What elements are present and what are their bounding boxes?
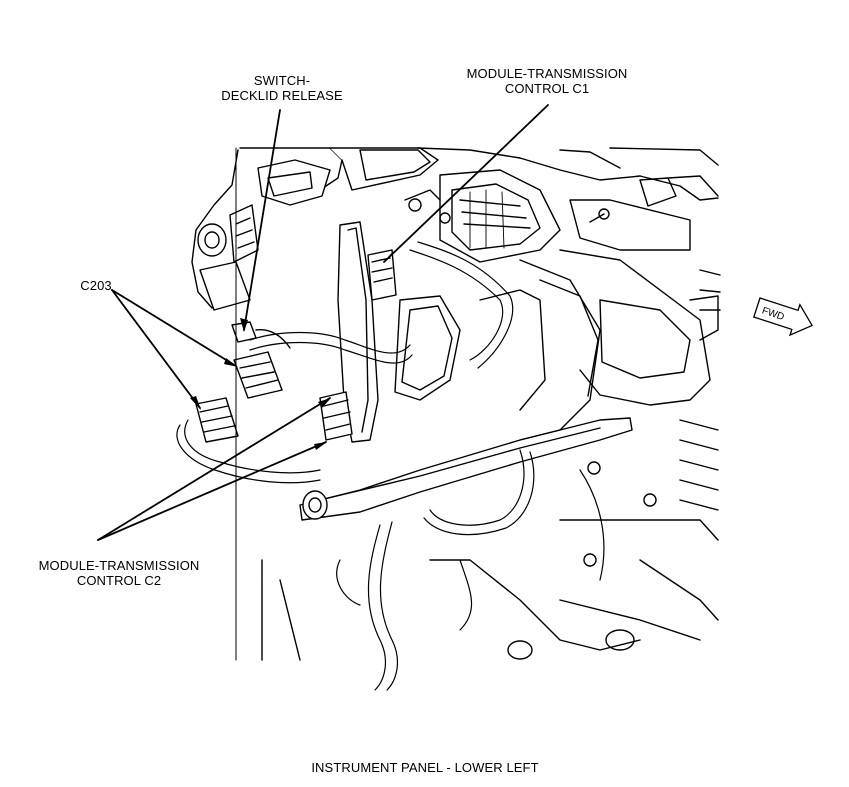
leader-lines [97, 104, 549, 541]
callout-switch-decklid-release: SWITCH- DECKLID RELEASE [212, 73, 352, 103]
callout-tcm-c2: MODULE-TRANSMISSION CONTROL C2 [30, 558, 208, 588]
wiring-harness [176, 241, 605, 691]
connector-c203-a [233, 351, 283, 399]
connector-c2 [319, 391, 353, 441]
leader-c203-a [111, 289, 237, 367]
callout-switch-decklid-line2: DECKLID RELEASE [221, 88, 343, 103]
transmission-control-module [404, 169, 561, 263]
lower-frame [235, 147, 719, 661]
right-structure [559, 175, 721, 406]
leader-c203-b [111, 289, 201, 409]
callout-tcm-c2-line2: CONTROL C2 [76, 573, 162, 588]
callout-c203-text: C203 [80, 278, 112, 293]
callout-tcm-c1: MODULE-TRANSMISSION CONTROL C1 [462, 66, 632, 96]
connector-decklid-switch [231, 321, 291, 349]
leader-tcm-c1 [383, 104, 549, 263]
callout-switch-decklid-line1: SWITCH- [253, 73, 311, 88]
callout-tcm-c1-line2: CONTROL C1 [504, 81, 590, 96]
fwd-arrow-icon: FWD [753, 297, 814, 337]
leader-c2-a [97, 397, 331, 541]
steering-column-area [191, 147, 719, 311]
callout-c203: C203 [66, 278, 126, 293]
callout-tcm-c1-line1: MODULE-TRANSMISSION [466, 66, 628, 81]
leader-switch-decklid [243, 109, 281, 331]
callout-tcm-c2-line1: MODULE-TRANSMISSION [38, 558, 200, 573]
connector-c1 [367, 249, 397, 301]
diagram-caption: INSTRUMENT PANEL - LOWER LEFT [311, 760, 539, 775]
cross-car-beam [299, 221, 633, 521]
connector-c203-b [195, 397, 239, 443]
leader-c2-b [97, 441, 327, 541]
